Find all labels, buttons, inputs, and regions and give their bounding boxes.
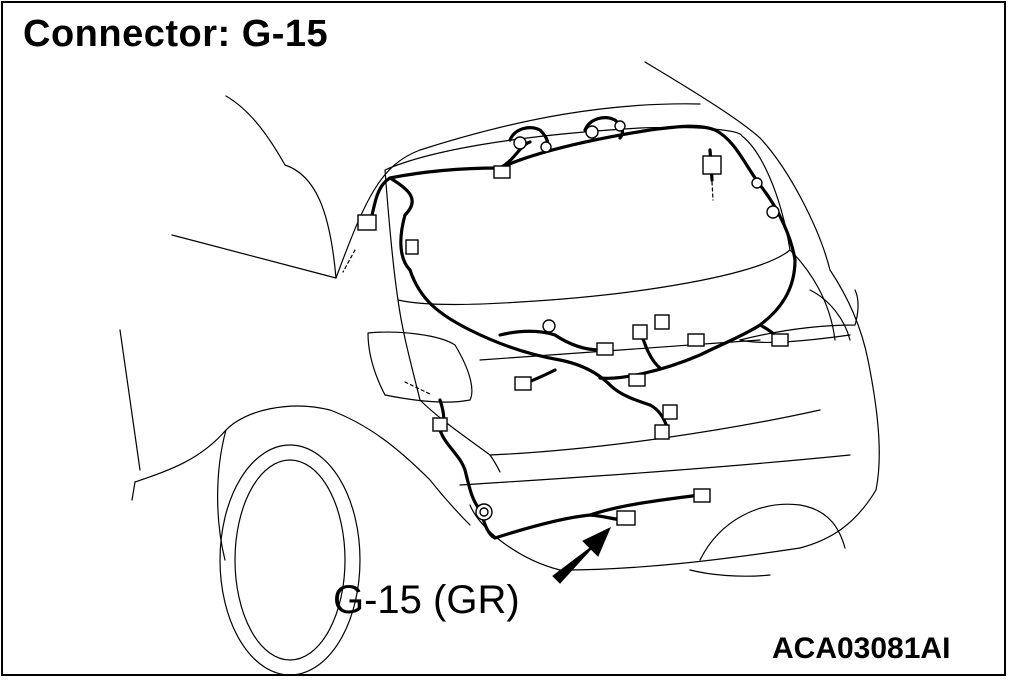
lamp-sockets bbox=[508, 116, 780, 333]
callout-arrow bbox=[552, 526, 611, 584]
figure-code: ACA03081AI bbox=[772, 632, 951, 665]
wiring-harness bbox=[342, 124, 797, 540]
g15-connector bbox=[616, 510, 636, 526]
diagram-title: Connector: G-15 bbox=[23, 13, 329, 55]
connector-callout-label: G-15 (GR) bbox=[333, 578, 520, 622]
harness-connectors bbox=[357, 155, 789, 526]
